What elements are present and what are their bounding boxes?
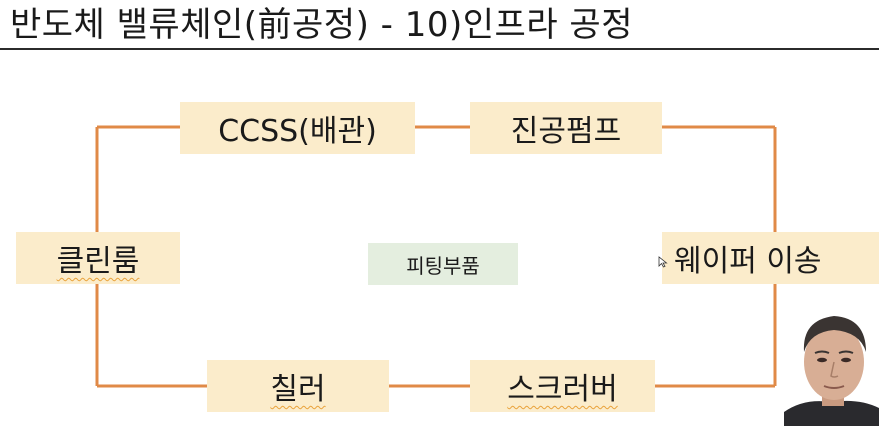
node-vacuum-pump-label: 진공펌프 [510, 114, 622, 149]
node-ccss: CCSS(배관) [180, 102, 415, 154]
node-vacuum-pump: 진공펌프 [470, 102, 662, 154]
node-scrubber: 스크러버 [470, 360, 655, 412]
node-chiller: 칠러 [207, 360, 389, 412]
title-divider [0, 48, 879, 50]
node-wafer-transfer-label: 웨이퍼 이송 [674, 244, 822, 279]
node-clean-room: 클린룸 [16, 232, 180, 284]
center-label-box: 피팅부품 [368, 243, 518, 285]
node-wafer-transfer: 웨이퍼 이송 [662, 232, 879, 284]
node-chiller-label: 칠러 [270, 372, 326, 407]
node-clean-room-label: 클린룸 [56, 244, 140, 279]
slide-title: 반도체 밸류체인(前공정) - 10)인프라 공정 [10, 5, 633, 45]
node-scrubber-label: 스크러버 [507, 372, 618, 407]
center-label: 피팅부품 [406, 253, 480, 278]
mouse-pointer-icon [658, 256, 668, 268]
presenter-webcam-image [784, 294, 879, 426]
node-ccss-label: CCSS(배관) [218, 114, 377, 149]
